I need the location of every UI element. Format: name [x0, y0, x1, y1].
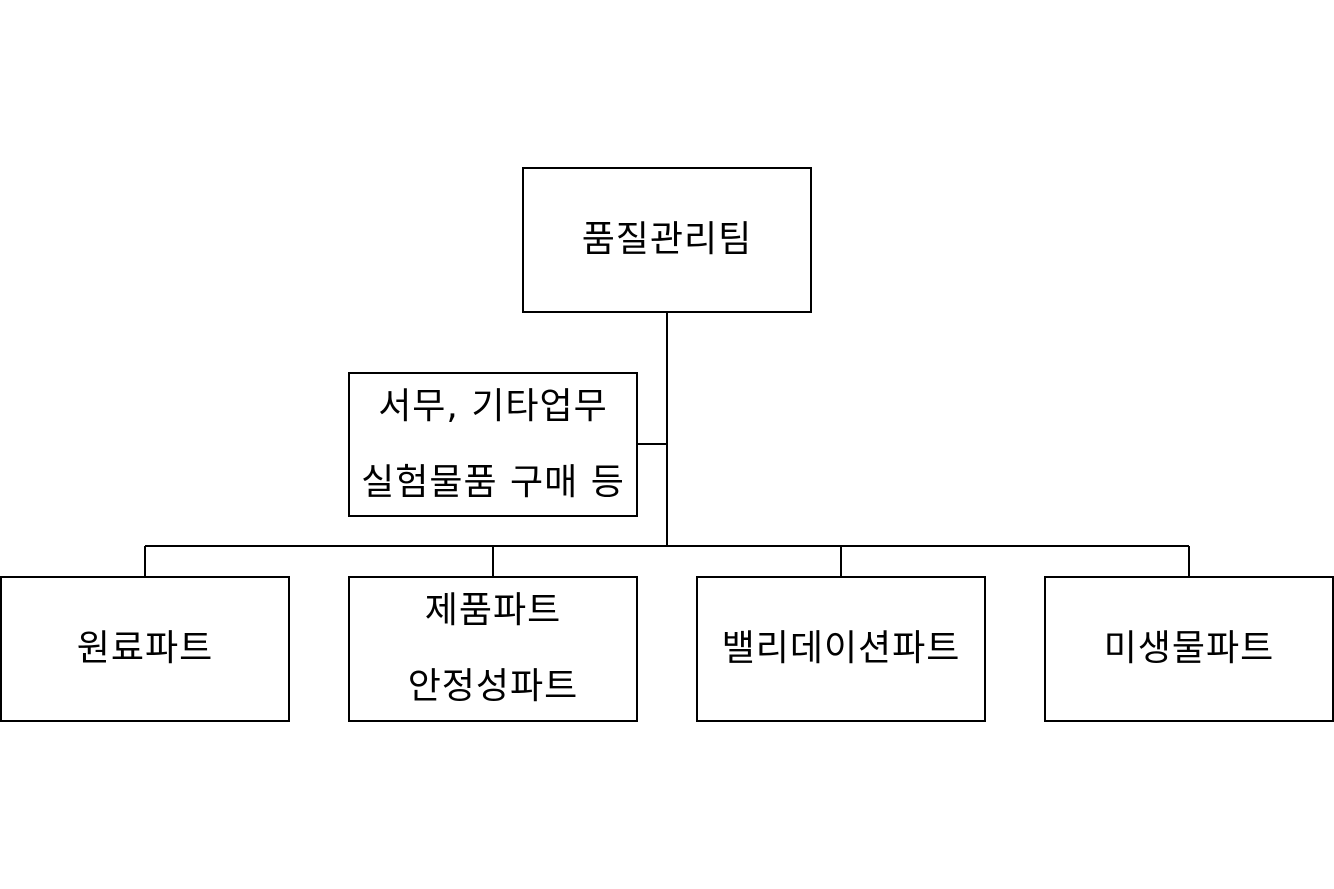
- node-label: 원료파트: [76, 628, 214, 669]
- node-quality-control-team: 품질관리팀: [522, 167, 812, 313]
- node-microbiology-part: 미생물파트: [1044, 576, 1334, 722]
- node-label: 밸리데이션파트: [721, 628, 961, 669]
- node-label-line-1: 제품파트: [424, 590, 562, 631]
- node-product-stability-part: 제품파트 안정성파트: [348, 576, 638, 722]
- node-label: 품질관리팀: [581, 219, 753, 260]
- node-label-line-2: 실험물품 구매 등: [361, 461, 625, 503]
- node-validation-part: 밸리데이션파트: [696, 576, 986, 722]
- node-admin-support: 서무, 기타업무 실험물품 구매 등: [348, 372, 638, 517]
- node-label-line-2: 안정성파트: [407, 666, 579, 707]
- node-label: 미생물파트: [1103, 628, 1275, 669]
- node-label-line-1: 서무, 기타업무: [378, 385, 608, 427]
- node-raw-material-part: 원료파트: [0, 576, 290, 722]
